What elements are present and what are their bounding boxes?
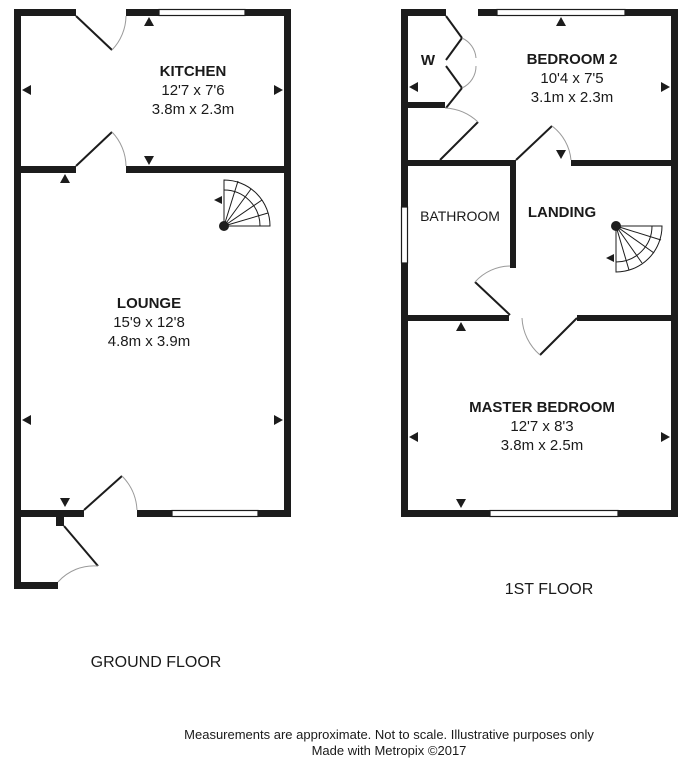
dimension-arrow: [22, 85, 31, 95]
room-dimensions-imperial: 10'4 x 7'5: [540, 70, 604, 87]
door: [75, 15, 113, 51]
dimension-arrow: [556, 150, 566, 159]
room-dimensions-metric: 3.8m x 2.5m: [500, 437, 584, 454]
room-dimensions-metric: 3.8m x 2.3m: [151, 101, 235, 118]
room-name: BEDROOM 2: [526, 51, 618, 68]
wall: [401, 9, 446, 16]
window: [171, 509, 259, 518]
dimension-arrow: [60, 174, 70, 183]
dimension-arrow: [409, 432, 418, 442]
door-swing-arc: [474, 265, 511, 283]
door-swing-arc: [121, 475, 138, 511]
window: [489, 509, 619, 518]
room-name: LOUNGE: [116, 295, 182, 312]
door: [474, 281, 511, 316]
first-floor-plan: [400, 8, 678, 518]
room-name: KITCHEN: [159, 63, 227, 80]
door-swing-arc: [111, 15, 127, 51]
wall: [14, 166, 76, 173]
room-dimensions-metric: 3.1m x 2.3m: [530, 89, 614, 106]
first-floor-title: 1ST FLOOR: [504, 581, 594, 598]
credit-text: Made with Metropix ©2017: [311, 743, 467, 758]
door-swing-arc: [111, 131, 127, 167]
wardrobe-doors: [445, 15, 477, 109]
wall: [14, 9, 76, 16]
master-bedroom-label: MASTER BEDROOM 12'7 x 8'3 3.8m x 2.5m: [469, 398, 615, 455]
dimension-arrow: [144, 17, 154, 26]
bedroom2-label: BEDROOM 2 10'4 x 7'5 3.1m x 2.3m: [527, 50, 618, 107]
ground-floor-plan: [14, 8, 291, 589]
dimension-arrow: [456, 499, 466, 508]
wall: [510, 160, 516, 268]
wall: [14, 510, 84, 517]
dimension-arrow: [661, 432, 670, 442]
dimension-arrow: [456, 322, 466, 331]
door-swing-arc: [521, 317, 541, 356]
room-dimensions-imperial: 12'7 x 8'3: [510, 418, 574, 435]
window: [400, 206, 409, 264]
wall: [401, 160, 513, 166]
footer: Measurements are approximate. Not to sca…: [184, 727, 594, 759]
wall: [14, 9, 21, 589]
window: [496, 8, 626, 17]
dimension-arrow: [409, 82, 418, 92]
door: [83, 475, 123, 511]
window: [158, 8, 246, 17]
wall: [401, 102, 445, 108]
dimension-arrow: [274, 85, 283, 95]
spiral-staircase: [606, 221, 663, 273]
bathroom-label: BATHROOM: [420, 208, 500, 224]
wall: [401, 315, 509, 321]
door: [539, 317, 578, 356]
door-swing-arc: [57, 565, 99, 583]
ground-floor-title: GROUND FLOOR: [90, 654, 222, 671]
spiral-staircase: [214, 179, 271, 231]
door: [63, 525, 99, 567]
wardrobe-label: W: [420, 52, 436, 69]
room-dimensions-imperial: 15'9 x 12'8: [113, 314, 185, 331]
landing-label: LANDING: [527, 204, 597, 221]
dimension-arrow: [60, 498, 70, 507]
room-dimensions-imperial: 12'7 x 7'6: [161, 82, 225, 99]
wall: [56, 510, 64, 526]
dimension-arrow: [661, 82, 670, 92]
room-dimensions-metric: 4.8m x 3.9m: [107, 333, 191, 350]
door: [75, 131, 113, 167]
disclaimer-text: Measurements are approximate. Not to sca…: [184, 727, 594, 742]
dimension-arrow: [274, 415, 283, 425]
wall: [671, 9, 678, 517]
door-swing-arc: [444, 107, 479, 123]
room-name: MASTER BEDROOM: [469, 399, 615, 416]
door: [439, 121, 479, 161]
kitchen-label: KITCHEN 12'7 x 7'6 3.8m x 2.3m: [152, 62, 235, 119]
dimension-arrow: [22, 415, 31, 425]
wall: [284, 9, 291, 517]
wall: [126, 166, 291, 173]
lounge-label: LOUNGE 15'9 x 12'8 4.8m x 3.9m: [108, 294, 191, 351]
wall: [571, 160, 678, 166]
dimension-arrow: [556, 17, 566, 26]
dimension-arrow: [144, 156, 154, 165]
door: [515, 125, 553, 161]
door-swing-arc: [551, 125, 572, 161]
wall: [14, 582, 58, 589]
wall: [577, 315, 678, 321]
